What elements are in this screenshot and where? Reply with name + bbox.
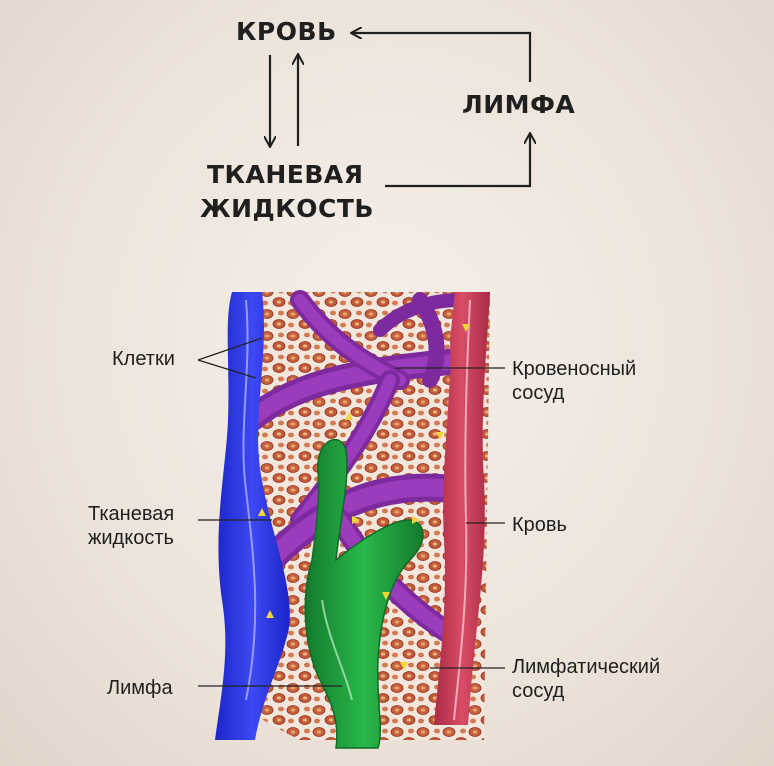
label-lymph-vessel-line1: Лимфатический <box>512 656 661 678</box>
scheme-tissue-fluid-line1: ТКАНЕВАЯ <box>207 160 364 189</box>
label-blood-vessel-line2: сосуд <box>512 382 565 404</box>
scheme-blood: КРОВЬ <box>236 17 337 46</box>
label-lymph-vessel-line2: сосуд <box>512 680 565 702</box>
scheme-tissue-fluid-line2: ЖИДКОСТЬ <box>200 194 374 223</box>
label-cells: Клетки <box>112 348 175 370</box>
vein <box>215 292 290 740</box>
arrow-lymph-to-blood-path <box>352 33 532 82</box>
label-blood-vessel-line1: Кровеносный <box>512 358 637 380</box>
label-lymph: Лимфа <box>107 677 173 699</box>
flow-arrows <box>258 324 470 670</box>
artery-highlight <box>453 299 471 721</box>
arrow-tissue-to-lymph <box>385 134 530 188</box>
scheme-lymph: ЛИМФА <box>462 90 576 119</box>
label-tissue-fluid-line2: жидкость <box>88 527 174 549</box>
label-blood: Кровь <box>512 514 567 536</box>
vein-highlight <box>242 299 257 701</box>
leader-lines <box>197 337 505 687</box>
artery <box>434 292 490 725</box>
capillaries <box>237 290 483 651</box>
label-tissue-fluid-line1: Тканевая <box>88 503 175 525</box>
scheme-arrows <box>270 33 532 188</box>
